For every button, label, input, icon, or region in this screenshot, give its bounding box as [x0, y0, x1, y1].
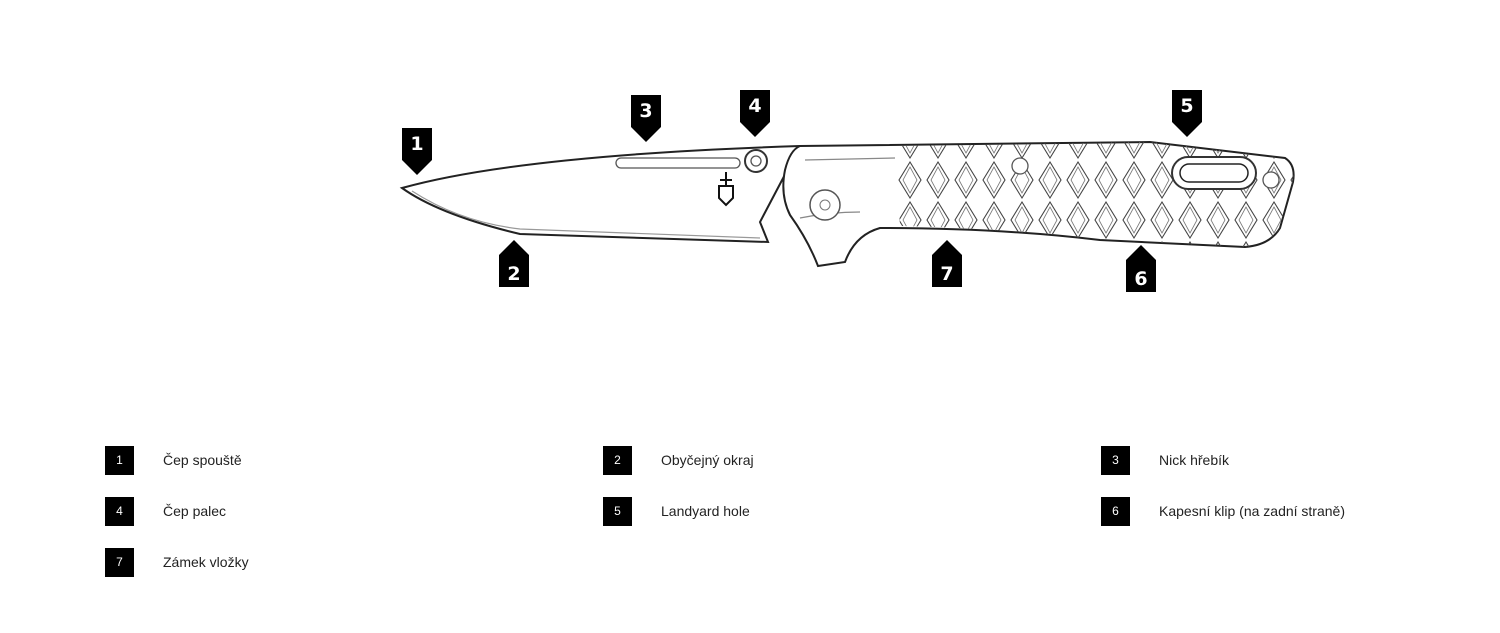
legend-number: 1 — [105, 445, 134, 475]
knife-handle — [782, 140, 1295, 268]
callout-marker-1: 1 — [402, 128, 432, 175]
legend-item: 3 Nick hřebík — [1101, 445, 1229, 475]
legend-item: 7 Zámek vložky — [105, 547, 249, 577]
legend-number: 4 — [105, 496, 134, 526]
legend-label: Landyard hole — [661, 503, 750, 519]
legend-number: 5 — [603, 496, 632, 526]
legend-label: Obyčejný okraj — [661, 452, 754, 468]
legend-label: Kapesní klip (na zadní straně) — [1159, 503, 1345, 519]
callout-number: 5 — [1180, 95, 1193, 117]
legend-number: 3 — [1101, 445, 1130, 475]
brand-logo-icon — [718, 172, 734, 207]
screw-icon — [1011, 157, 1029, 175]
knife-blade — [399, 144, 802, 244]
thumb-stud — [744, 149, 768, 173]
legend-item: 6 Kapesní klip (na zadní straně) — [1101, 496, 1345, 526]
screw-icon — [1262, 171, 1280, 189]
callout-number: 6 — [1134, 268, 1147, 290]
legend-item: 1 Čep spouště — [105, 445, 242, 475]
callout-number: 4 — [748, 95, 761, 117]
legend-number: 2 — [603, 445, 632, 475]
callout-number: 7 — [940, 263, 953, 285]
legend-label: Čep palec — [163, 503, 227, 519]
legend-item: 4 Čep palec — [105, 496, 226, 526]
callout-marker-7: 7 — [932, 240, 962, 287]
pivot-screw-icon — [809, 189, 841, 221]
legend-label: Zámek vložky — [163, 554, 249, 570]
callout-number: 1 — [410, 133, 423, 155]
callout-number: 2 — [507, 263, 520, 285]
legend-label: Nick hřebík — [1159, 452, 1230, 468]
legend-item: 5 Landyard hole — [603, 496, 750, 526]
callout-marker-6: 6 — [1126, 245, 1156, 292]
legend-number: 6 — [1101, 496, 1130, 526]
callout-marker-4: 4 — [740, 90, 770, 137]
nick-groove — [615, 157, 741, 169]
callout-marker-5: 5 — [1172, 90, 1202, 137]
callout-marker-3: 3 — [631, 95, 661, 142]
callout-marker-2: 2 — [499, 240, 529, 287]
legend-number: 7 — [105, 547, 134, 577]
legend-item: 2 Obyčejný okraj — [603, 445, 754, 475]
callout-number: 3 — [639, 100, 652, 122]
legend-label: Čep spouště — [163, 452, 242, 468]
